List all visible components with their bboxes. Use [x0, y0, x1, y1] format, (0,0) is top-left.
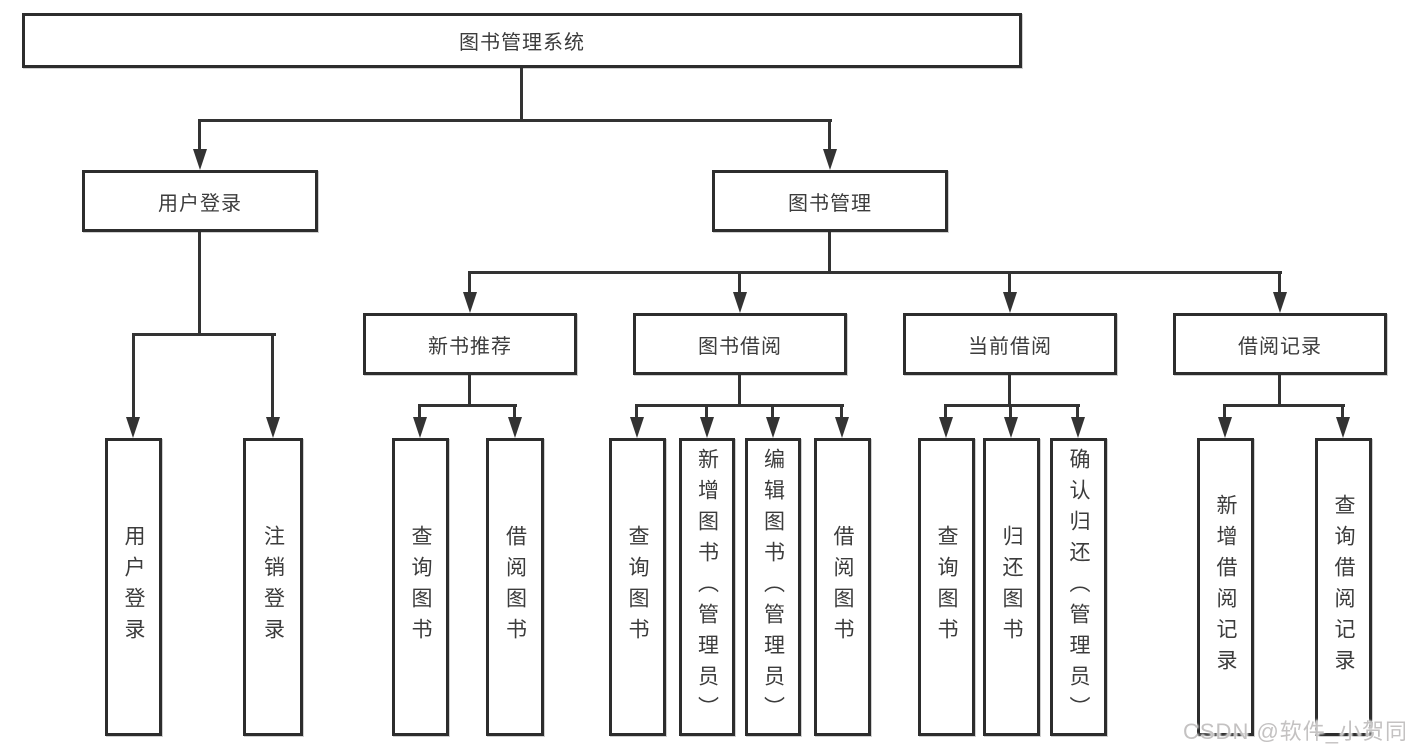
- connector-vline: [738, 271, 741, 292]
- arrow-down-icon: [413, 417, 427, 438]
- leaf-logout-label: 注销登录: [261, 525, 285, 649]
- leaf-logout: 注销登录: [243, 438, 303, 736]
- leaf-edit-book-admin: 编辑图书（管理员）: [745, 438, 801, 736]
- connector-vline: [1009, 404, 1012, 417]
- connector-vline: [418, 404, 421, 417]
- leaf-confirm-return-admin-label: 确认归还（管理员）: [1067, 447, 1090, 727]
- connector-hline: [132, 333, 276, 336]
- node-library-system: 图书管理系统: [22, 13, 1022, 68]
- connector-vline: [1076, 404, 1079, 417]
- node-user-login: 用户登录: [82, 170, 318, 232]
- connector-hline: [944, 404, 1080, 407]
- connector-vline: [520, 68, 523, 121]
- connector-vline: [1008, 375, 1011, 406]
- arrow-down-icon: [1273, 292, 1287, 313]
- leaf-add-book-admin-label: 新增图书（管理员）: [695, 447, 719, 727]
- node-book-borrowing: 图书借阅: [633, 313, 847, 375]
- connector-hline: [1223, 404, 1345, 407]
- arrow-down-icon: [835, 417, 849, 438]
- leaf-query-books-current: 查询图书: [918, 438, 975, 736]
- leaf-query-borrow-record: 查询借阅记录: [1315, 438, 1372, 736]
- connector-vline: [468, 375, 471, 406]
- connector-vline: [132, 333, 135, 417]
- connector-vline: [828, 119, 831, 150]
- arrow-down-icon: [1336, 417, 1350, 438]
- connector-vline: [705, 404, 708, 417]
- connector-vline: [1278, 271, 1281, 292]
- connector-vline: [828, 232, 831, 274]
- leaf-query-books-newrec: 查询图书: [392, 438, 449, 736]
- connector-vline: [198, 119, 201, 150]
- arrow-down-icon: [266, 417, 280, 438]
- connector-vline: [635, 404, 638, 417]
- connector-vline: [513, 404, 516, 417]
- leaf-borrow-books-borrowing: 借阅图书: [814, 438, 871, 736]
- arrow-down-icon: [193, 149, 207, 170]
- arrow-down-icon: [766, 417, 780, 438]
- arrow-down-icon: [1003, 292, 1017, 313]
- connector-hline: [635, 404, 844, 407]
- connector-vline: [738, 375, 741, 406]
- connector-hline: [198, 119, 832, 122]
- connector-vline: [840, 404, 843, 417]
- leaf-return-books: 归还图书: [983, 438, 1040, 736]
- arrow-down-icon: [463, 292, 477, 313]
- leaf-add-borrow-record: 新增借阅记录: [1197, 438, 1254, 736]
- arrow-down-icon: [1218, 417, 1232, 438]
- arrow-down-icon: [126, 417, 140, 438]
- leaf-confirm-return-admin: 确认归还（管理员）: [1050, 438, 1107, 736]
- leaf-return-books-label: 归还图书: [1000, 525, 1023, 649]
- leaf-add-borrow-record-label: 新增借阅记录: [1214, 494, 1237, 680]
- leaf-query-books-newrec-label: 查询图书: [409, 525, 432, 649]
- watermark: CSDN @软件_小贺同学: [1183, 719, 1405, 744]
- connector-vline: [271, 333, 274, 417]
- arrow-down-icon: [823, 149, 837, 170]
- leaf-add-book-admin: 新增图书（管理员）: [679, 438, 735, 736]
- leaf-query-books-borrowing-label: 查询图书: [626, 525, 649, 649]
- arrow-down-icon: [1004, 417, 1018, 438]
- connector-hline: [418, 404, 517, 407]
- node-book-management: 图书管理: [712, 170, 948, 232]
- node-borrowing-records: 借阅记录: [1173, 313, 1387, 375]
- leaf-borrow-books-newrec: 借阅图书: [486, 438, 544, 736]
- connector-vline: [468, 271, 471, 292]
- connector-vline: [1223, 404, 1226, 417]
- leaf-query-borrow-record-label: 查询借阅记录: [1332, 494, 1355, 680]
- node-new-book-recommendation: 新书推荐: [363, 313, 577, 375]
- leaf-query-books-current-label: 查询图书: [935, 525, 958, 649]
- arrow-down-icon: [700, 417, 714, 438]
- connector-vline: [944, 404, 947, 417]
- node-current-borrowing: 当前借阅: [903, 313, 1117, 375]
- connector-vline: [771, 404, 774, 417]
- leaf-edit-book-admin-label: 编辑图书（管理员）: [761, 447, 785, 727]
- connector-vline: [1008, 271, 1011, 292]
- connector-vline: [1278, 375, 1281, 406]
- connector-hline: [468, 271, 1282, 274]
- arrow-down-icon: [733, 292, 747, 313]
- arrow-down-icon: [508, 417, 522, 438]
- connector-vline: [198, 232, 201, 336]
- leaf-borrow-books-newrec-label: 借阅图书: [503, 525, 527, 649]
- arrow-down-icon: [939, 417, 953, 438]
- leaf-query-books-borrowing: 查询图书: [609, 438, 666, 736]
- leaf-user-login-label: 用户登录: [122, 525, 145, 649]
- leaf-borrow-books-borrowing-label: 借阅图书: [831, 525, 854, 649]
- leaf-user-login: 用户登录: [105, 438, 162, 736]
- arrow-down-icon: [630, 417, 644, 438]
- connector-vline: [1341, 404, 1344, 417]
- arrow-down-icon: [1071, 417, 1085, 438]
